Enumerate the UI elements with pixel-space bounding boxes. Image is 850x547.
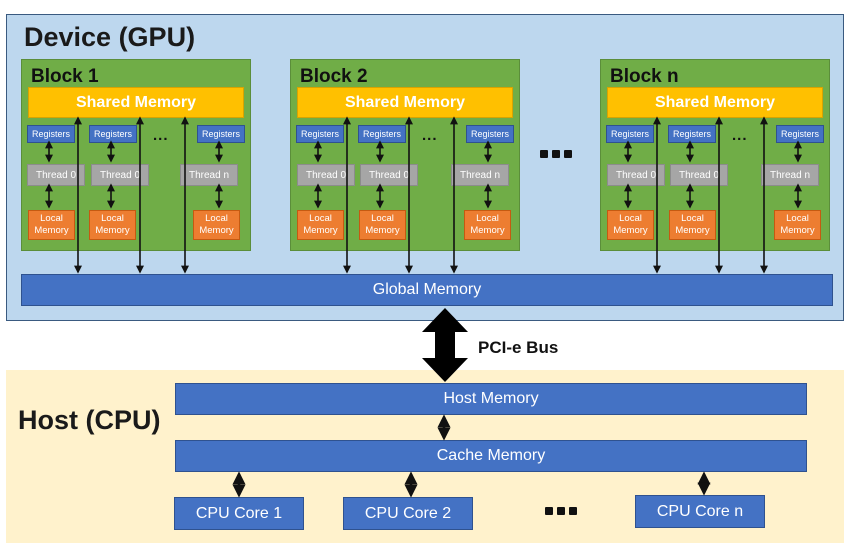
thread: Thread n [180,164,238,186]
shared-memory: Shared Memory [297,87,513,118]
thread-ellipsis: ... [422,127,438,144]
pci-bus-label: PCI-e Bus [478,338,559,357]
thread: Thread 0 [297,164,355,186]
host-memory: Host Memory [175,383,807,415]
thread: Thread 0 [670,164,728,186]
thread: Thread 0 [607,164,665,186]
local-memory: Local Memory [28,210,75,240]
shared-memory: Shared Memory [607,87,823,118]
block-1: Block 1 Shared Memory Registers Register… [21,59,251,251]
thread-ellipsis: ... [153,127,169,144]
pci-bus-arrow [422,308,468,382]
block-title: Block 2 [300,66,368,87]
local-memory: Local Memory [89,210,136,240]
thread: Thread 0 [91,164,149,186]
cpu-core-n: CPU Core n [635,495,765,528]
local-memory: Local Memory [607,210,654,240]
device-title: Device (GPU) [24,22,196,52]
local-memory: Local Memory [774,210,821,240]
local-memory: Local Memory [193,210,240,240]
thread-ellipsis: ... [732,127,748,144]
block-title: Block 1 [31,66,99,87]
shared-memory: Shared Memory [28,87,244,118]
thread: Thread 0 [360,164,418,186]
block-title: Block n [610,66,679,87]
global-memory: Global Memory [21,274,833,306]
local-memory: Local Memory [464,210,511,240]
core-ellipsis [545,507,577,515]
cpu-core-1: CPU Core 1 [174,497,304,530]
cache-memory: Cache Memory [175,440,807,472]
block-ellipsis [540,150,572,158]
local-memory: Local Memory [297,210,344,240]
thread: Thread 0 [27,164,85,186]
host-title: Host (CPU) [18,405,161,435]
local-memory: Local Memory [669,210,716,240]
